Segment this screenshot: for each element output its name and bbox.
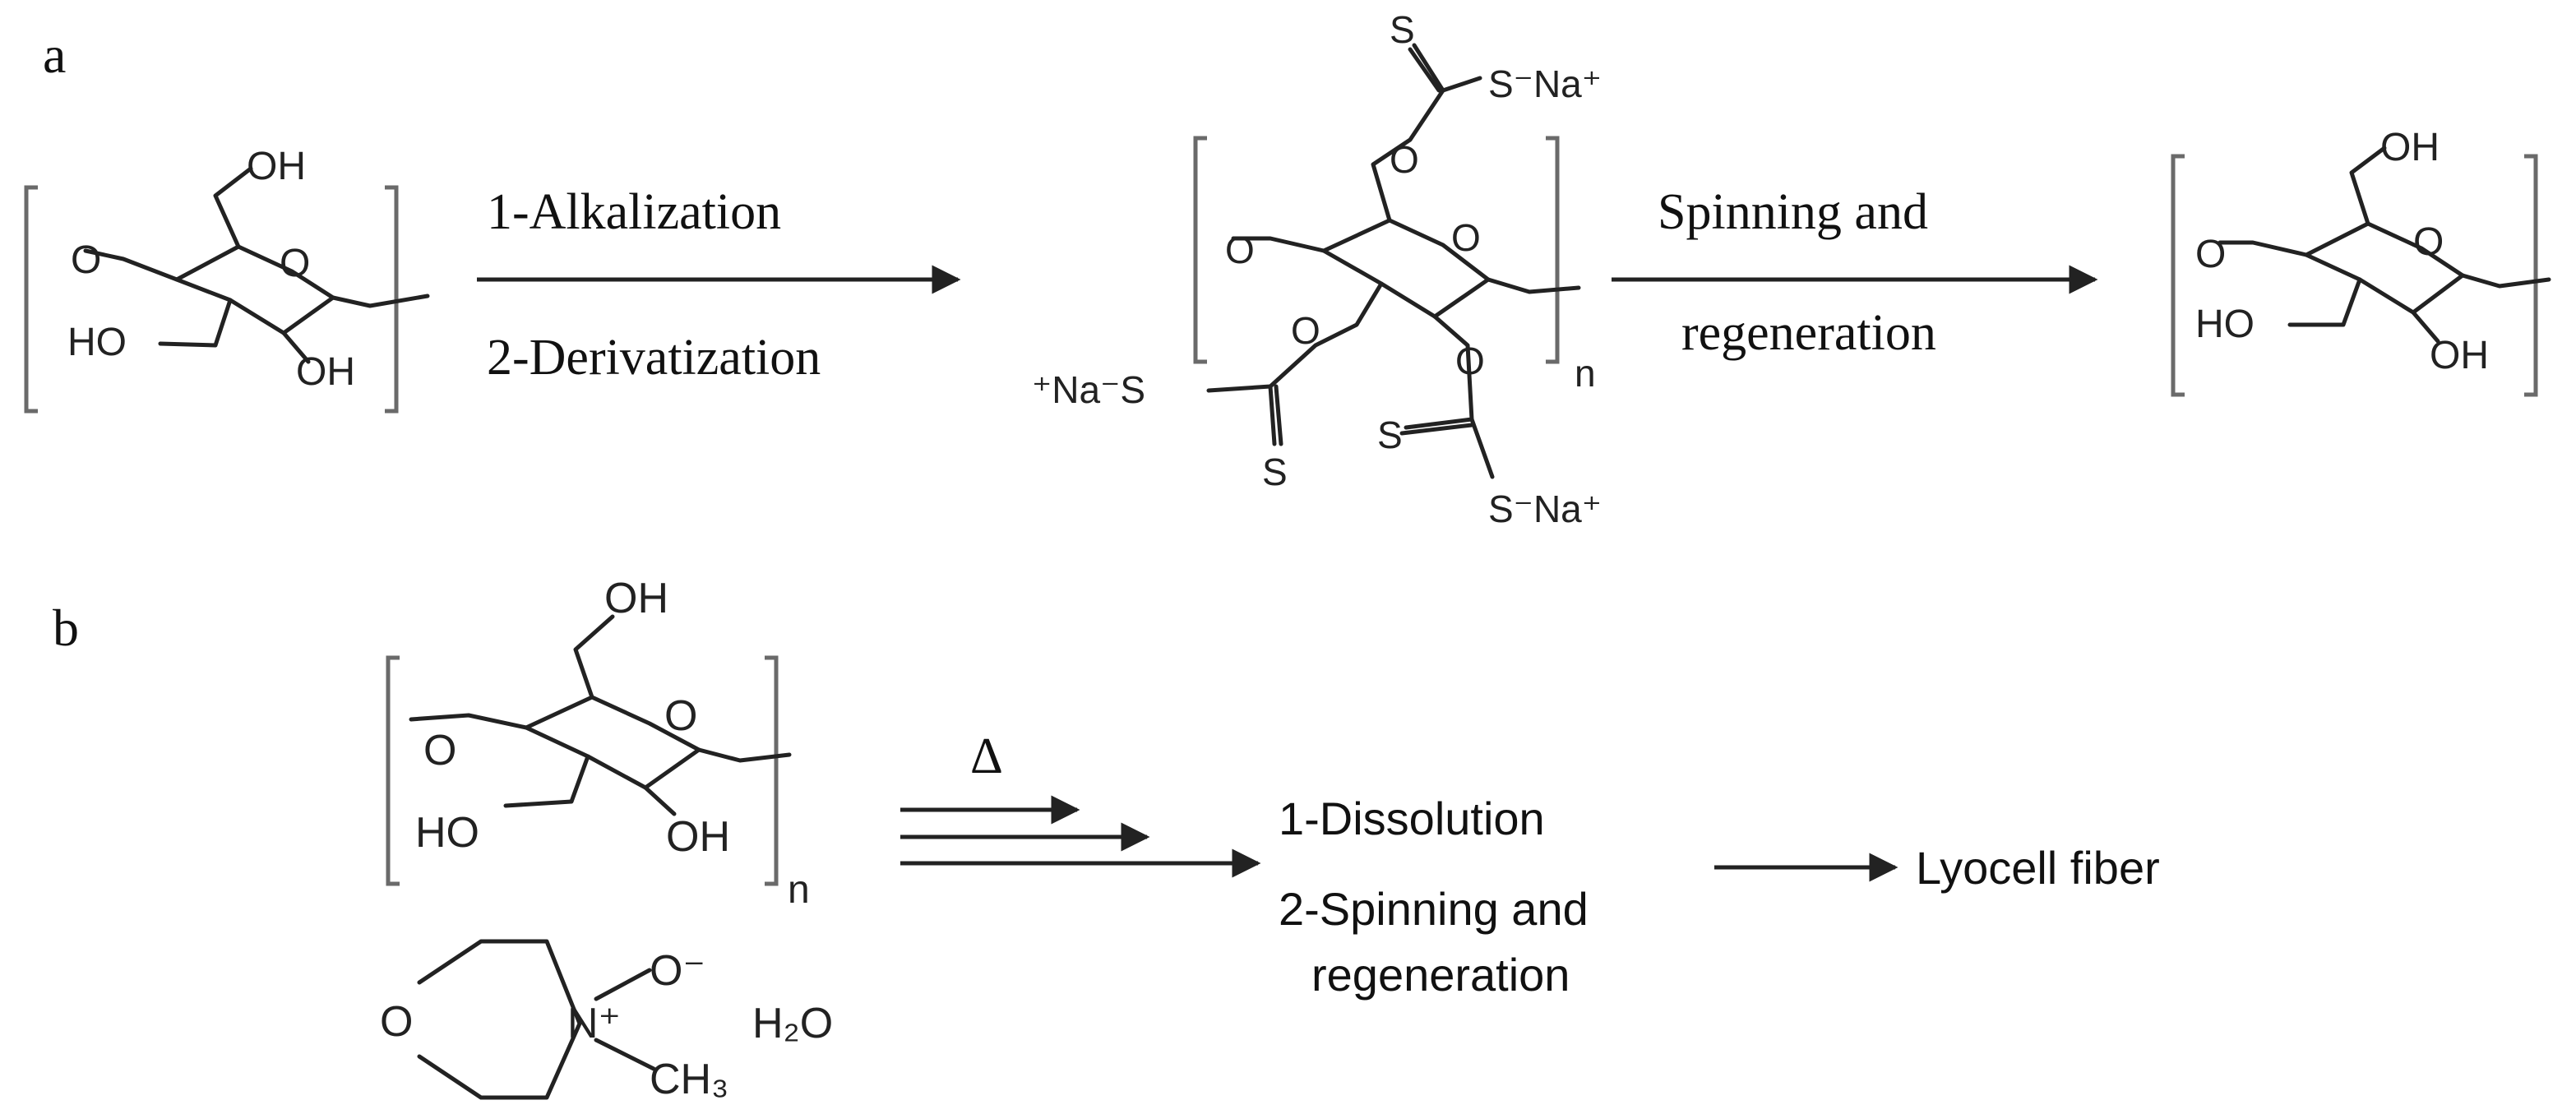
ring-oxygen: O: [664, 692, 697, 740]
hydroxyl-c6: OH: [247, 145, 306, 188]
glycosidic-oxygen: O: [423, 727, 456, 774]
oxygen-c6: O: [1390, 138, 1419, 181]
glycosidic-oxygen: O: [71, 238, 101, 282]
xanthate-c2-sodium: S⁻Na⁺: [1488, 488, 1602, 530]
xanthate-c3-sodium: ⁺Na⁻S: [1032, 368, 1145, 411]
arrow2-regeneration: regeneration: [1681, 305, 1936, 361]
bracket-left: [386, 655, 400, 886]
step-alkalization: 1-Alkalization: [487, 184, 781, 240]
morpholine-ring: [417, 939, 582, 1100]
step-dissolution: 1-Dissolution: [1279, 793, 1545, 844]
water: H₂O: [752, 1000, 833, 1047]
step-spinning: 2-Spinning and: [1279, 883, 1589, 935]
cellulose-xanthate: S S⁻Na⁺ O O O O ⁺Na⁻S S O S S⁻Na⁺ n: [1032, 8, 1602, 530]
glycosidic-oxygen: O: [2195, 233, 2226, 276]
panel-b-label: b: [53, 599, 79, 657]
methyl-group: CH₃: [650, 1056, 728, 1103]
hydroxyl-c2: OH: [2430, 334, 2489, 377]
sulfur-c6-thione: S: [1390, 8, 1415, 51]
step-regeneration: regeneration: [1311, 949, 1570, 1001]
xanthate-c6-sodium: S⁻Na⁺: [1488, 62, 1602, 105]
hydroxyl-c2: OH: [666, 813, 730, 861]
ring-oxygen: O: [1451, 216, 1481, 259]
n-oxide-nitrogen: N⁺: [567, 1000, 621, 1047]
bracket-right: [385, 185, 399, 414]
product-lyocell: Lyocell fiber: [1916, 842, 2160, 894]
hydroxyl-c3: HO: [415, 809, 479, 857]
hydroxyl-c6: OH: [2380, 126, 2440, 169]
bracket-right: [1546, 136, 1560, 364]
bracket-left: [2171, 154, 2185, 397]
arrow-spinning: Spinning and regeneration: [1612, 184, 2098, 361]
oxygen-c3: O: [1291, 309, 1320, 352]
arrow2-spinning-and: Spinning and: [1658, 184, 1928, 240]
heat-delta: Δ: [970, 728, 1003, 784]
cellulose-unit-1: O O OH HO OH: [24, 145, 430, 414]
n-oxide-oxygen: O⁻: [650, 947, 705, 995]
hydroxyl-c2: OH: [296, 350, 355, 394]
arrow-alkalization: 1-Alkalization 2-Derivatization: [477, 184, 961, 386]
glycosidic-oxygen: O: [1225, 229, 1255, 271]
hydroxyl-c6: OH: [604, 575, 668, 622]
hydroxyl-c3: HO: [2195, 303, 2255, 346]
repeat-subscript: n: [788, 868, 810, 912]
panel-a-label: a: [43, 25, 66, 84]
heat-arrows: Δ: [900, 728, 1261, 878]
hydroxyl-c3: HO: [67, 321, 127, 364]
morpholine-oxygen: O: [380, 998, 413, 1046]
sulfur-c3-thione: S: [1262, 451, 1288, 493]
bracket-right: [2524, 154, 2538, 397]
ring-oxygen: O: [280, 242, 310, 285]
bracket-left: [1193, 136, 1207, 364]
step-derivatization: 2-Derivatization: [487, 330, 821, 386]
oxygen-c2: O: [1455, 340, 1485, 382]
sulfur-c2-thione: S: [1377, 414, 1403, 456]
repeat-subscript: n: [1575, 352, 1596, 395]
cellulose-unit-b: O O OH HO OH n: [386, 575, 810, 912]
regenerated-cellulose: O O OH HO OH: [2171, 126, 2551, 397]
ring-oxygen: O: [2413, 220, 2444, 264]
bracket-right: [765, 655, 779, 886]
nmmo-molecule: O N⁺ O⁻ CH₃ H₂O: [380, 939, 833, 1103]
bracket-left: [24, 185, 38, 414]
